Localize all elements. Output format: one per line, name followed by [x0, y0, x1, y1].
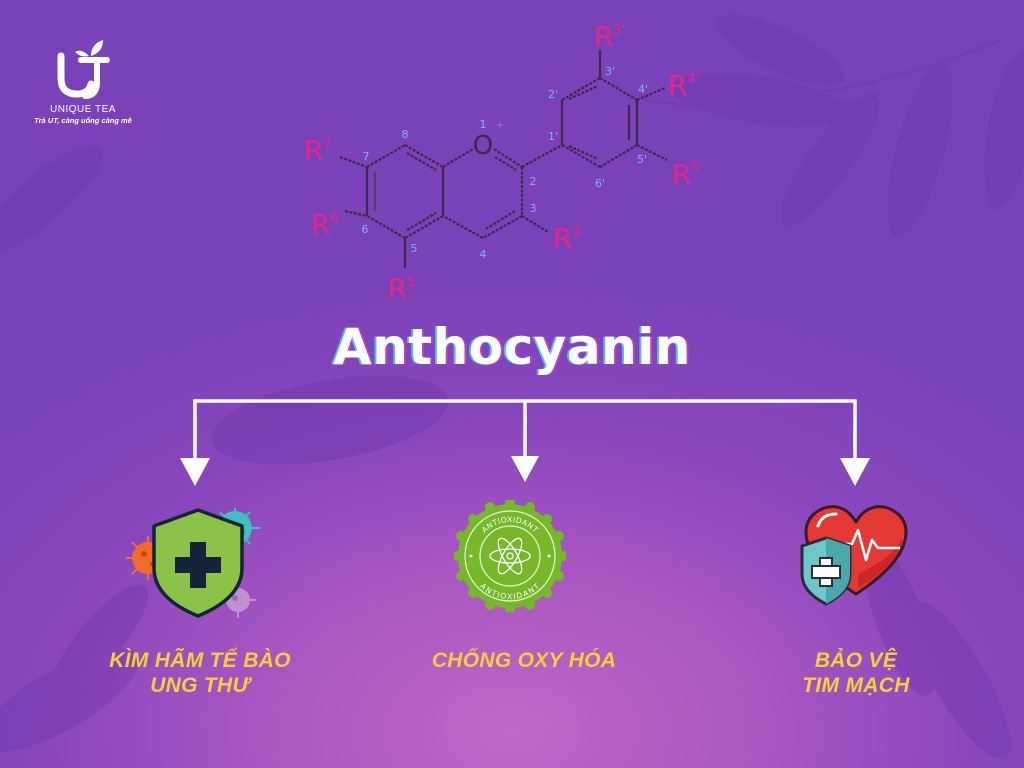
atom-number-3: 3 — [530, 202, 537, 215]
benefit-heart-line2: TIM MẠCH — [802, 674, 910, 697]
atom-number-4p: 4' — [638, 83, 648, 96]
substituent-r5: R5 — [388, 272, 416, 305]
atom-number-3p: 3' — [605, 65, 615, 78]
benefit-cancer-icon-wrap — [120, 498, 270, 627]
atom-number-7: 7 — [363, 150, 370, 163]
substituent-r3: R3 — [553, 222, 581, 255]
atom-number-8: 8 — [402, 128, 409, 141]
atom-number-6p: 6' — [595, 177, 605, 190]
benefit-heart-line1: BẢO VỆ — [814, 649, 898, 672]
brand-name: UNIQUE TEA — [50, 104, 116, 115]
oxygen-charge: + — [496, 120, 504, 131]
substituent-r7: R7 — [304, 134, 332, 167]
substituent-r3-prime: R3' — [594, 20, 625, 53]
substituent-r6: R6 — [311, 208, 339, 241]
substituent-r5-prime: R5' — [672, 158, 703, 191]
atom-number-1: 1 — [480, 118, 487, 131]
benefit-antioxidant: CHỐNG OXY HÓA — [364, 648, 684, 673]
benefit-heart-icon-wrap — [796, 498, 916, 612]
atom-number-6: 6 — [362, 223, 369, 236]
page-title: Anthocyanin — [333, 318, 691, 376]
oxygen-atom: O — [473, 131, 493, 161]
atom-number-5p: 5' — [637, 153, 647, 166]
anthocyanin-structure-diagram: O + 1 2 3 4 5 6 7 8 1' 2' 3' 4' 5' 6' R7… — [304, 20, 703, 305]
benefit-cancer-line2: UNG THƯ — [150, 674, 250, 697]
antioxidant-badge-icon: ANTIOXIDANT ANTIOXIDANT — [452, 498, 568, 614]
benefit-cancer: KÌM HÃM TẾ BÀO UNG THƯ — [40, 648, 360, 698]
atom-number-5: 5 — [411, 242, 418, 255]
atom-number-2p: 2' — [548, 88, 558, 101]
arrow-head-left — [180, 458, 210, 486]
atom-number-4: 4 — [480, 248, 487, 261]
substituent-r4-prime: R4' — [668, 69, 699, 102]
unique-tea-logo-icon — [57, 40, 110, 99]
benefit-cancer-line1: KÌM HÃM TẾ BÀO — [109, 649, 291, 672]
brand-logo: UNIQUE TEA Trà UT, càng uống càng mê — [28, 38, 138, 125]
shield-virus-icon — [126, 508, 260, 618]
benefit-antioxidant-icon-wrap: ANTIOXIDANT ANTIOXIDANT — [452, 498, 568, 616]
branch-arrows — [0, 0, 1024, 500]
atom-icon — [489, 537, 531, 575]
benefit-heart: BẢO VỆ TIM MẠCH — [696, 648, 1016, 698]
atom-number-1p: 1' — [548, 130, 558, 143]
benefit-antioxidant-label: CHỐNG OXY HÓA — [431, 649, 617, 672]
brand-slogan: Trà UT, càng uống càng mê — [34, 116, 132, 125]
arrow-head-right — [840, 458, 870, 486]
heart-shield-icon — [800, 505, 908, 606]
arrow-head-center — [511, 456, 539, 482]
atom-number-2: 2 — [530, 175, 537, 188]
